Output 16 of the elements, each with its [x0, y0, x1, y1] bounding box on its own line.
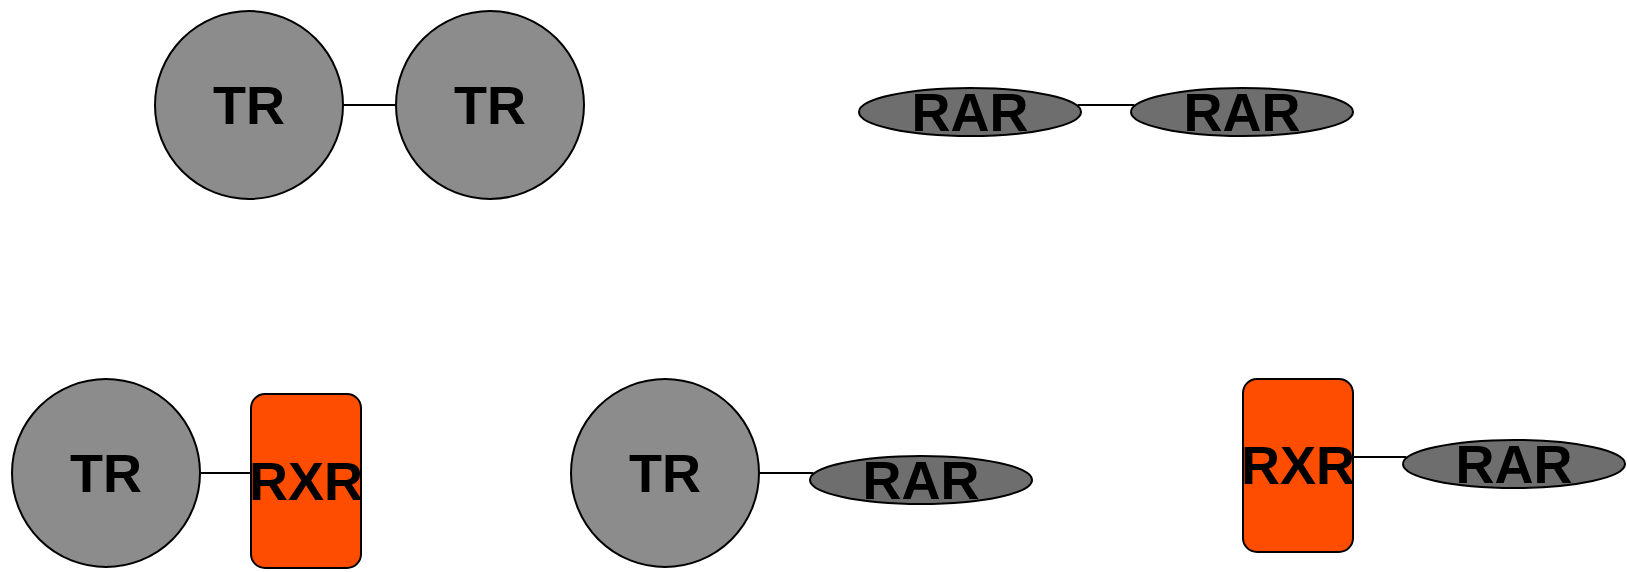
node-label: RAR — [862, 453, 980, 507]
node-label: RAR — [1455, 437, 1573, 491]
circle-node — [11, 378, 201, 568]
circle-node — [154, 10, 344, 200]
node-label: RXR — [249, 454, 363, 508]
connector-line — [200, 472, 251, 474]
circle-node — [570, 378, 760, 568]
node-label: TR — [629, 446, 701, 500]
node-label: TR — [70, 446, 142, 500]
connector-line — [343, 104, 396, 106]
node-label: RAR — [911, 85, 1029, 139]
node-label: RAR — [1183, 85, 1301, 139]
node-label: RXR — [1241, 438, 1355, 492]
circle-node — [395, 10, 585, 200]
node-label: TR — [454, 78, 526, 132]
node-label: TR — [213, 78, 285, 132]
